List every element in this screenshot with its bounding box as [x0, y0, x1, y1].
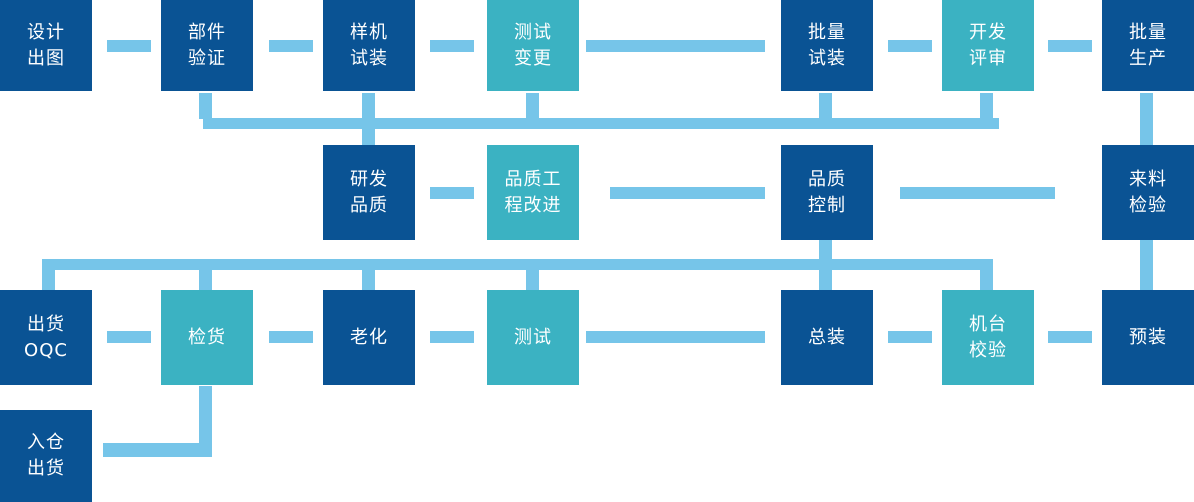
bus-to-burnin-connector: [362, 259, 375, 291]
process-node-label: 机台: [969, 313, 1007, 335]
process-node-label: 试装: [350, 47, 388, 69]
bus-row1-horizontal-connector: [203, 118, 999, 129]
link-qeimprove-to-qc-connector: [610, 187, 765, 199]
process-node-label: 控制: [808, 194, 846, 216]
process-node-n1[interactable]: 设计出图: [0, 0, 92, 91]
drop-test-to-bus-connector: [526, 93, 539, 119]
bus-to-testing-connector: [526, 259, 539, 291]
bus-to-shippingoqc-connector: [42, 259, 55, 291]
process-node-label: 品质: [350, 194, 388, 216]
process-node-label: 验证: [188, 47, 226, 69]
link-rndquality-to-qeimprove-connector: [430, 187, 474, 199]
drop-batchtrial-to-bus-connector: [819, 93, 832, 119]
process-node-n8[interactable]: 研发品质: [323, 145, 415, 240]
process-node-n3[interactable]: 样机试装: [323, 0, 415, 91]
process-node-label: 试装: [808, 47, 846, 69]
process-node-label: 批量: [1129, 21, 1167, 43]
process-node-label: 品质: [808, 168, 846, 190]
process-node-label: 设计: [27, 21, 65, 43]
link-review-to-massprod-connector: [1048, 40, 1092, 52]
process-node-label: 部件: [188, 21, 226, 43]
drop-massprod-to-incoming-connector: [1140, 93, 1153, 147]
drop-prototype-to-bus-connector: [362, 93, 375, 119]
process-node-n11[interactable]: 来料检验: [1102, 145, 1194, 240]
process-node-label: 检验: [1129, 194, 1167, 216]
link-testing-to-assembly-connector: [586, 331, 765, 343]
link-shippingoqc-to-inspect-connector: [107, 331, 151, 343]
link-test-to-batchtrial-connector: [586, 40, 765, 52]
process-node-n13[interactable]: 检货: [161, 290, 253, 385]
process-node-label: 检货: [188, 326, 226, 348]
process-node-n5[interactable]: 批量试装: [781, 0, 873, 91]
process-node-n2[interactable]: 部件验证: [161, 0, 253, 91]
link-qc-to-incoming-connector: [900, 187, 1055, 199]
bus-to-inspection-connector: [199, 259, 212, 291]
process-node-n10[interactable]: 品质控制: [781, 145, 873, 240]
process-node-label: 测试: [514, 326, 552, 348]
drop-review-to-bus-connector: [980, 93, 993, 129]
link-machinecal-to-preassy-connector: [1048, 331, 1092, 343]
process-node-n17[interactable]: 机台校验: [942, 290, 1034, 385]
process-node-label: 程改进: [504, 194, 562, 216]
process-node-n12[interactable]: 出货 OQC: [0, 290, 92, 385]
process-node-label: 来料: [1129, 168, 1167, 190]
process-node-n19[interactable]: 入仓出货: [0, 410, 92, 502]
process-node-label: 评审: [969, 47, 1007, 69]
drop-qc-to-bus-connector: [819, 240, 832, 291]
process-node-n7[interactable]: 批量生产: [1102, 0, 1194, 91]
process-node-n4[interactable]: 测试变更: [487, 0, 579, 91]
bus-to-machinecal-connector: [980, 259, 993, 291]
link-design-to-part-connector: [107, 40, 151, 52]
process-node-label: 研发: [350, 168, 388, 190]
process-node-label: 开发: [969, 21, 1007, 43]
bus-to-warehouse-connector: [103, 443, 212, 457]
drop-inspect-to-warehouse-connector: [199, 386, 212, 448]
process-node-n9[interactable]: 品质工程改进: [487, 145, 579, 240]
link-batchtrial-to-review-connector: [888, 40, 932, 52]
drop-part-to-bus-connector: [199, 93, 212, 119]
process-node-n6[interactable]: 开发评审: [942, 0, 1034, 91]
process-node-n15[interactable]: 测试: [487, 290, 579, 385]
process-node-label: 出货: [27, 313, 65, 335]
link-inspect-to-burnin-connector: [269, 331, 313, 343]
process-node-label: 出图: [27, 47, 65, 69]
link-prototype-to-test-connector: [430, 40, 474, 52]
process-node-label: 品质工: [504, 168, 562, 190]
process-node-label: 老化: [350, 326, 388, 348]
process-node-label: 总装: [808, 326, 846, 348]
bus-row2-horizontal-connector: [42, 259, 993, 270]
process-node-n16[interactable]: 总装: [781, 290, 873, 385]
process-node-n14[interactable]: 老化: [323, 290, 415, 385]
process-node-label: 校验: [969, 339, 1007, 361]
process-node-label: 变更: [514, 47, 552, 69]
process-node-n18[interactable]: 预装: [1102, 290, 1194, 385]
process-node-label: 批量: [808, 21, 846, 43]
process-node-label: 入仓: [27, 432, 65, 454]
process-node-label: 样机: [350, 21, 388, 43]
link-part-to-prototype-connector: [269, 40, 313, 52]
drop-incoming-to-preassy-connector: [1140, 240, 1153, 291]
process-node-label: 测试: [514, 21, 552, 43]
process-node-label: 出货: [27, 458, 65, 479]
process-node-label: 生产: [1129, 47, 1167, 69]
process-node-label: 预装: [1129, 326, 1167, 348]
link-burnin-to-testing-connector: [430, 331, 474, 343]
process-node-label: OQC: [24, 339, 68, 361]
link-assembly-to-machinecal-connector: [888, 331, 932, 343]
bus-to-rndquality-connector: [362, 118, 375, 146]
